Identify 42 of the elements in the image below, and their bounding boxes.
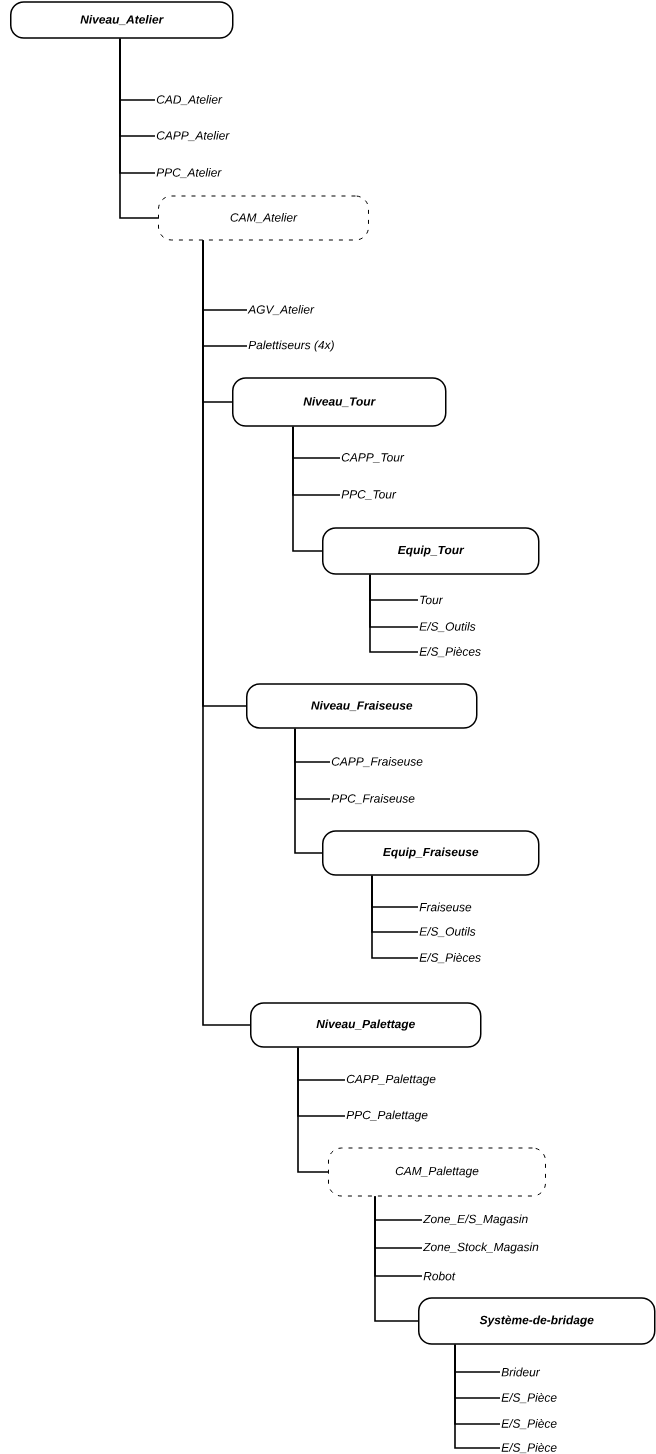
tree-connector — [371, 874, 419, 959]
item-label: E/S_Pièces — [419, 646, 481, 658]
item-label: E/S_Pièces — [419, 952, 481, 964]
rounded-box: Equip_Fraiseuse — [322, 830, 540, 876]
item-label: Tour — [420, 595, 444, 605]
item-label: CAPP_Tour — [341, 453, 405, 463]
rounded-box: Système-de-bridage — [418, 1297, 656, 1345]
item-label: E/S_Pièce — [501, 1392, 557, 1404]
dashed-box: CAM_Atelier — [158, 195, 369, 241]
item-label: E/S_Outils — [419, 621, 476, 633]
item-label: E/S_Pièce — [501, 1442, 557, 1454]
item-label: Robot — [423, 1271, 456, 1281]
item-label: Zone_Stock_Magasin — [422, 1242, 539, 1254]
tree-connector — [202, 239, 251, 1026]
rounded-box: Niveau_Palettage — [250, 1002, 482, 1048]
item-label: E/S_Pièce — [501, 1418, 557, 1430]
tree-connector — [369, 573, 419, 653]
tree-connector — [294, 727, 323, 854]
item-label: Zone_E/S_Magasin — [422, 1214, 528, 1226]
dashed-box: CAM_Palettage — [328, 1147, 546, 1197]
item-label: CAD_Atelier — [156, 94, 223, 106]
item-label: AGV_Atelier — [247, 304, 315, 316]
rounded-box: Niveau_Tour — [232, 377, 447, 427]
item-label: Fraiseuse — [419, 902, 472, 912]
item-label: PPC_Palettage — [346, 1110, 428, 1122]
item-label: CAPP_Atelier — [156, 130, 230, 142]
item-label: E/S_Outils — [419, 926, 476, 938]
rounded-box: Niveau_Fraiseuse — [246, 683, 478, 729]
rounded-box: Equip_Tour — [322, 527, 540, 575]
tree-connector — [297, 1046, 329, 1173]
item-label: Brideur — [501, 1367, 541, 1377]
item-label: PPC_Fraiseuse — [331, 793, 415, 805]
rounded-box: Niveau_Atelier — [10, 1, 234, 39]
item-label: PPC_Tour — [341, 490, 397, 500]
item-label: CAPP_Fraiseuse — [331, 756, 423, 768]
tree-connector — [119, 37, 159, 219]
tree-connector — [454, 1343, 501, 1449]
tree-connector — [292, 425, 323, 552]
item-label: CAPP_Palettage — [346, 1074, 436, 1086]
tree-connector — [374, 1195, 419, 1322]
item-label: Palettiseurs (4x) — [248, 340, 334, 352]
item-label: PPC_Atelier — [156, 167, 222, 179]
